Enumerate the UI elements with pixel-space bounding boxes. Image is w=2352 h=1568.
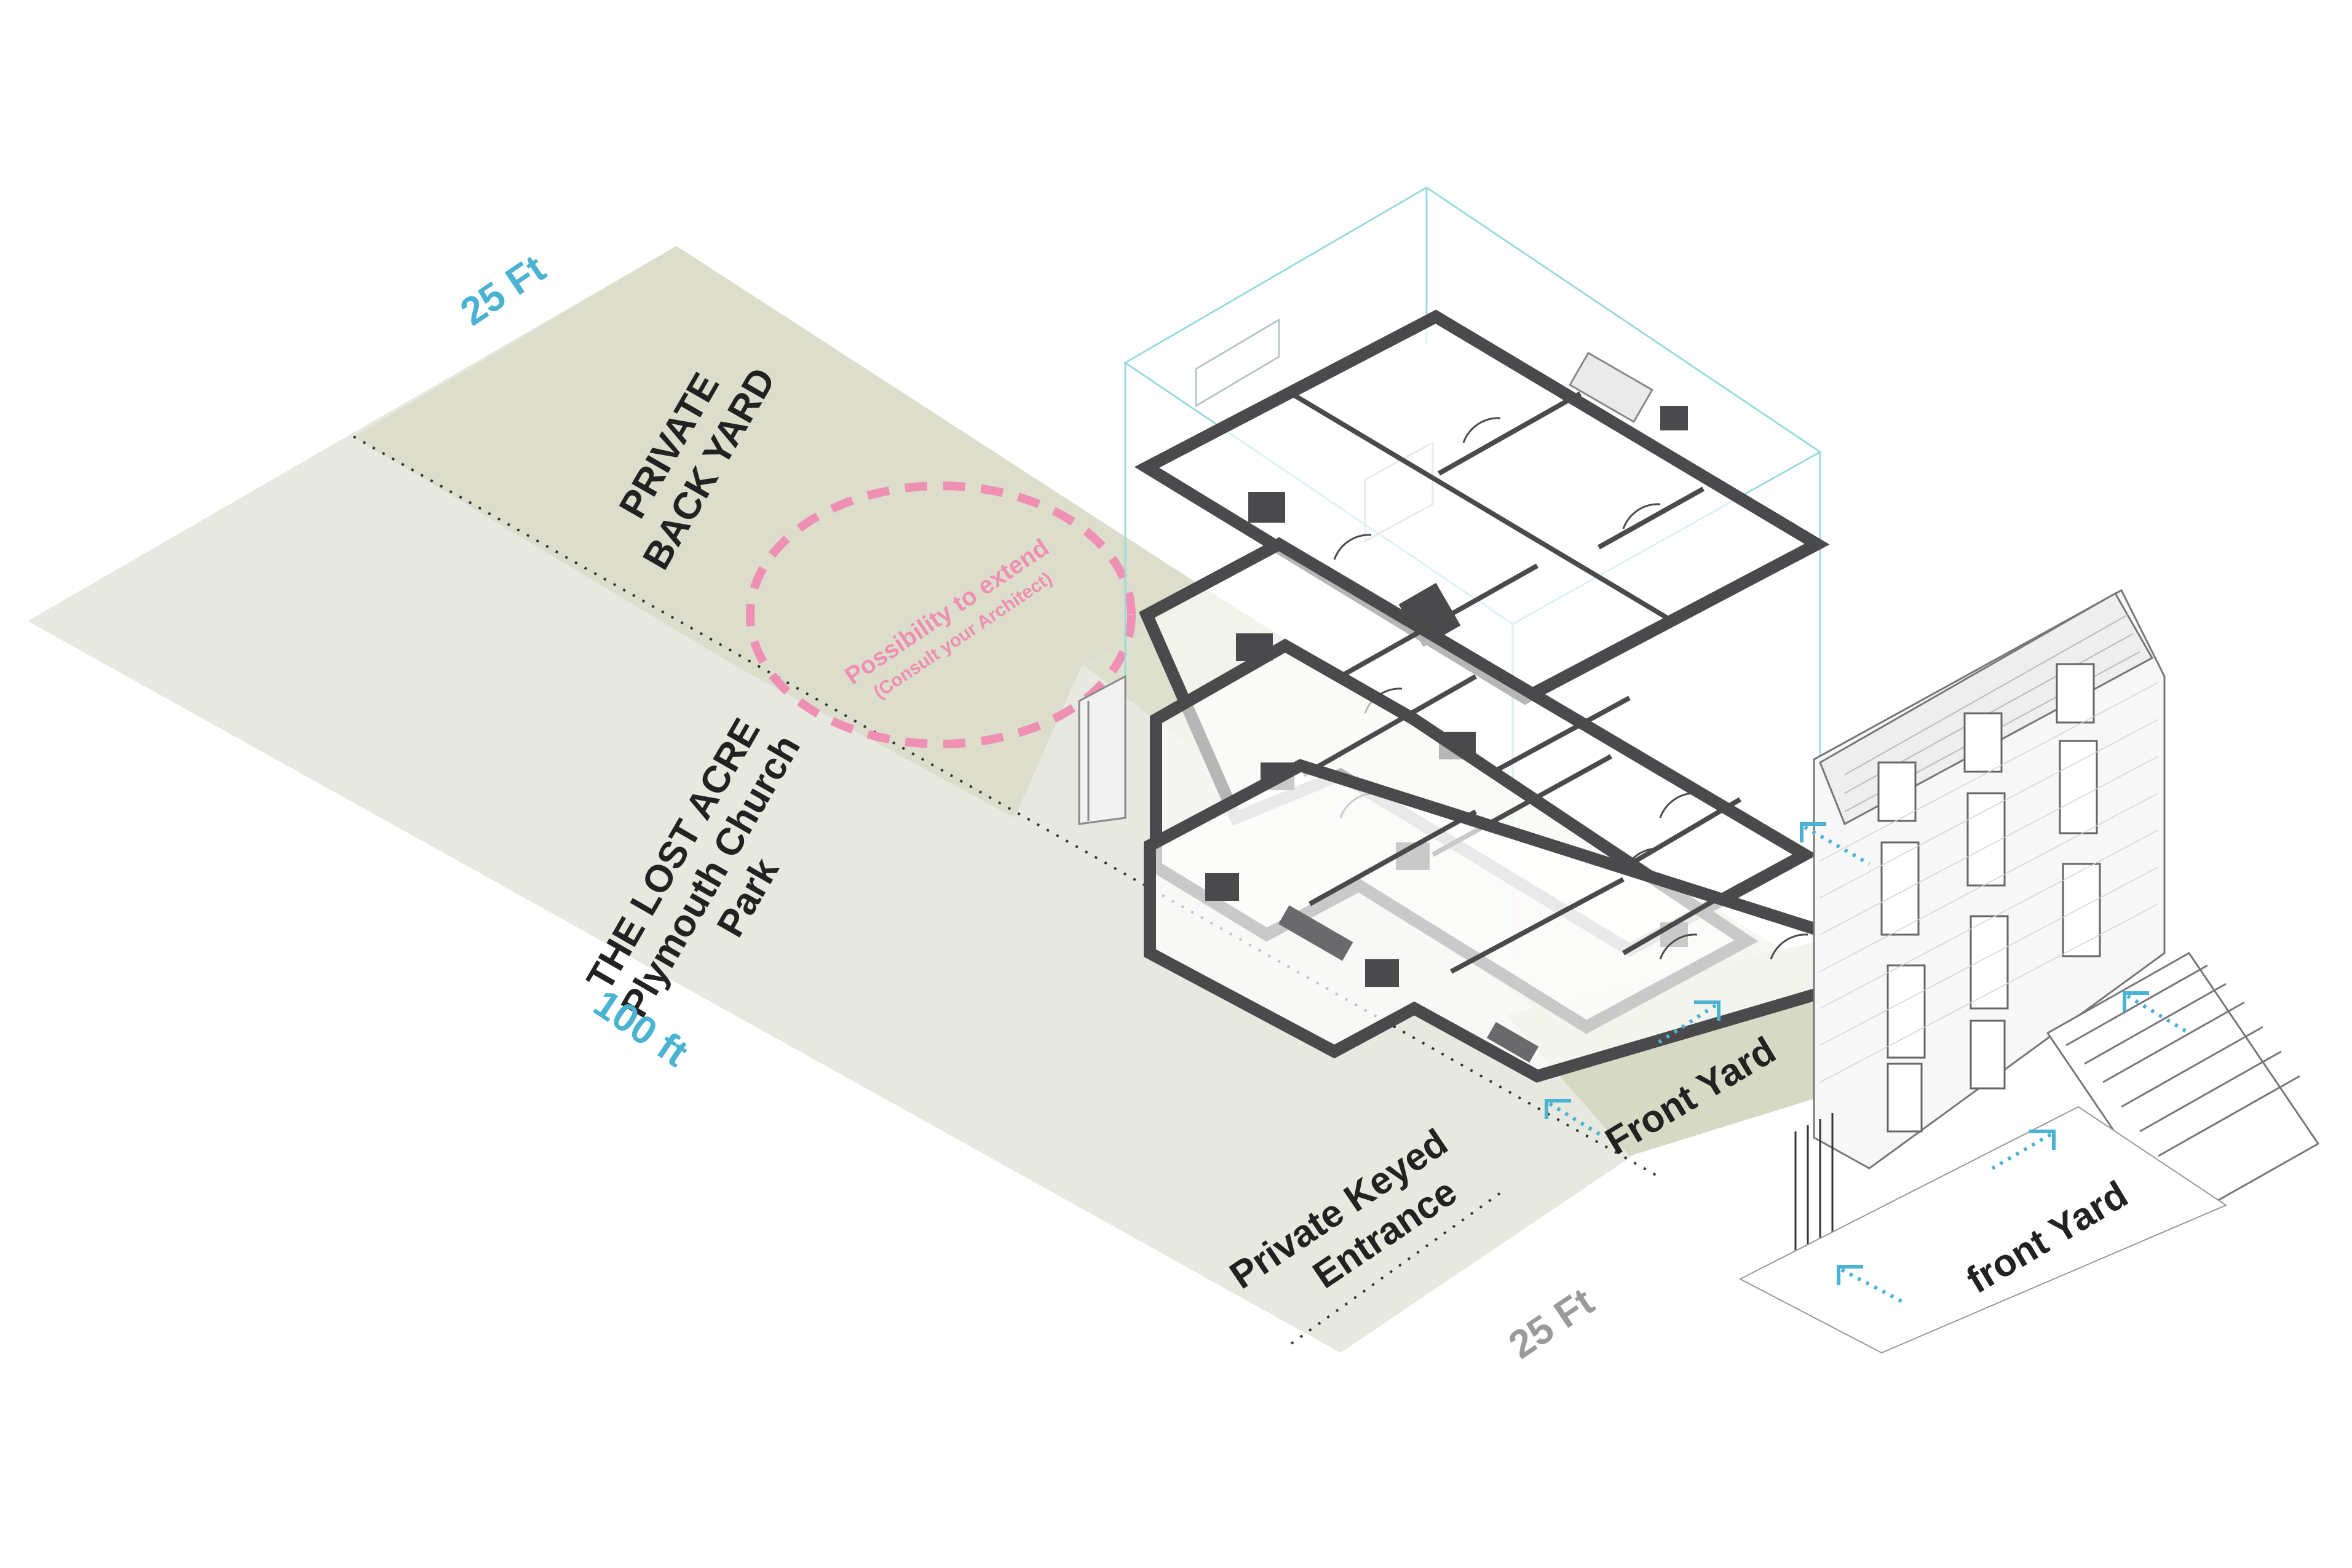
park-lot: [28, 246, 1851, 1353]
direction-arrows: [1545, 822, 2190, 1305]
floor-plates: [1134, 309, 1896, 1083]
extension-zone-ellipse: [746, 481, 1136, 748]
sidewalk: [1738, 1106, 2228, 1354]
dotted-corner-arrow-icon: [1800, 822, 1871, 866]
rear-extension: [1078, 675, 1127, 825]
facade-windows: [1877, 663, 2101, 1133]
floor-plate-1: [1144, 759, 1896, 1083]
private-back-yard: [354, 246, 1218, 818]
dotted-corner-arrow-icon: [1653, 1000, 1720, 1047]
dotted-corner-arrow-icon: [1991, 1130, 2056, 1170]
dimension-top-width: 25 Ft: [453, 246, 553, 334]
floor-plate-4: [1134, 309, 1830, 705]
dimension-bottom-width: 25 Ft: [1501, 1279, 1602, 1367]
facade-elevation: [1738, 588, 2320, 1354]
lot-division-line: [353, 435, 1661, 1179]
dotted-corner-arrow-icon: [2123, 991, 2190, 1035]
dotted-corner-arrow-icon: [1837, 1265, 1907, 1305]
dotted-corner-arrow-icon: [1545, 1099, 1606, 1139]
